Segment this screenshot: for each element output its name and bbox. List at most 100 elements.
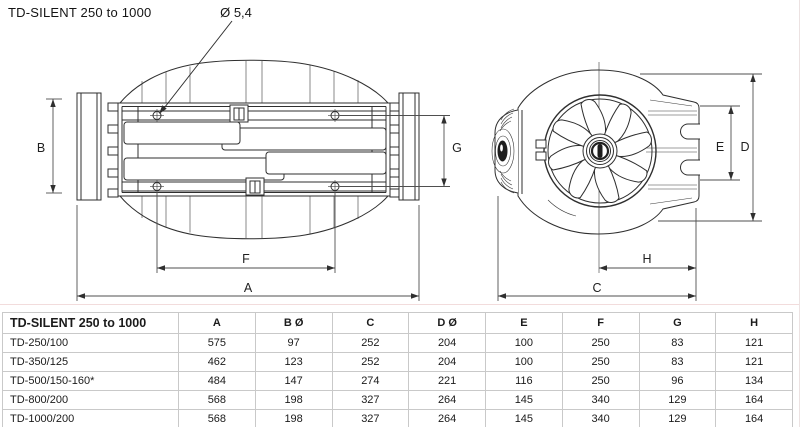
leader-arrowhead [159, 105, 167, 114]
value-cell: 250 [561, 371, 640, 391]
end-view-collar [491, 108, 519, 194]
left-duct-collar [76, 92, 102, 201]
hub-center [597, 144, 603, 158]
model-cell: TD-500/150-160* [2, 371, 179, 391]
value-cell: 134 [715, 371, 793, 391]
value-cell: 568 [178, 409, 256, 427]
dimension-A: A [76, 205, 420, 301]
col-header-C: C [331, 312, 410, 334]
value-cell: 145 [485, 409, 563, 427]
dim-label-A: A [244, 281, 253, 295]
value-cell: 121 [715, 352, 793, 372]
value-cell: 327 [331, 409, 410, 427]
dim-label-E: E [716, 140, 724, 154]
dim-label-G: G [452, 141, 462, 155]
value-cell: 575 [178, 333, 256, 353]
value-cell: 204 [408, 333, 486, 353]
col-header-H: H [715, 312, 793, 334]
value-cell: 340 [561, 409, 640, 427]
ring-tabs [535, 139, 547, 161]
dim-label-C: C [592, 281, 601, 295]
dimension-E: E [700, 105, 740, 181]
value-cell: 327 [331, 390, 410, 410]
value-cell: 250 [561, 333, 640, 353]
dim-label-B: B [37, 141, 45, 155]
hole-diameter-callout: Ø 5,4 [159, 5, 252, 114]
value-cell: 198 [254, 409, 333, 427]
junction-box [646, 110, 700, 190]
value-cell: 121 [715, 333, 793, 353]
value-cell: 274 [331, 371, 410, 391]
value-cell: 100 [485, 333, 563, 353]
value-cell: 252 [331, 333, 410, 353]
value-cell: 198 [254, 390, 333, 410]
dimension-D: D [640, 73, 762, 222]
value-cell: 116 [485, 371, 563, 391]
value-cell: 100 [485, 352, 563, 372]
right-duct-collar [398, 92, 420, 201]
end-view: E D H [491, 62, 762, 301]
value-cell: 164 [715, 390, 793, 410]
value-cell: 129 [638, 409, 717, 427]
value-cell: 96 [638, 371, 717, 391]
cable-notch-bottom [680, 159, 700, 176]
model-cell: TD-250/100 [2, 333, 179, 353]
model-cell: TD-800/200 [2, 390, 179, 410]
side-view: Ø 5,4 B G [37, 5, 462, 301]
hole-callout-label: Ø 5,4 [220, 5, 252, 20]
value-cell: 484 [178, 371, 256, 391]
top-barrel-panel [118, 59, 390, 107]
value-cell: 264 [408, 390, 486, 410]
dimension-H: H [599, 208, 697, 301]
value-cell: 97 [254, 333, 333, 353]
col-header-F: F [561, 312, 640, 334]
dimension-C: C [497, 196, 696, 301]
value-cell: 123 [254, 352, 333, 372]
section-separator [0, 304, 799, 305]
value-cell: 83 [638, 333, 717, 353]
model-cell: TD-350/125 [2, 352, 179, 372]
col-header-E: E [485, 312, 563, 334]
value-cell: 462 [178, 352, 256, 372]
mounting-teeth [107, 102, 400, 198]
model-cell: TD-1000/200 [2, 409, 179, 427]
cable-notch-top [680, 123, 700, 140]
value-cell: 83 [638, 352, 717, 372]
dimension-F: F [156, 192, 336, 273]
dim-label-F: F [242, 252, 250, 266]
col-header-DØ: D Ø [408, 312, 486, 334]
dim-label-D: D [740, 140, 749, 154]
technical-drawing: Ø 5,4 B G [37, 5, 762, 301]
bottom-barrel-panel [118, 192, 390, 240]
latch-clip-bottom [245, 177, 265, 196]
latch-clip-top [229, 104, 249, 123]
value-cell: 204 [408, 352, 486, 372]
col-header-G: G [638, 312, 717, 334]
value-cell: 129 [638, 390, 717, 410]
value-cell: 250 [561, 352, 640, 372]
value-cell: 164 [715, 409, 793, 427]
col-header-A: A [178, 312, 256, 334]
value-cell: 221 [408, 371, 486, 391]
value-cell: 340 [561, 390, 640, 410]
fan-impeller [543, 94, 657, 208]
value-cell: 264 [408, 409, 486, 427]
mounting-holes [150, 109, 342, 193]
page-title: TD-SILENT 250 to 1000 [8, 5, 152, 20]
table-title-cell: TD-SILENT 250 to 1000 [2, 312, 179, 334]
body-slats [123, 121, 387, 181]
value-cell: 568 [178, 390, 256, 410]
value-cell: 145 [485, 390, 563, 410]
col-header-BØ: B Ø [254, 312, 333, 334]
dimension-B: B [37, 98, 62, 194]
dim-label-H: H [642, 252, 651, 266]
dimension-G: G [340, 115, 462, 187]
